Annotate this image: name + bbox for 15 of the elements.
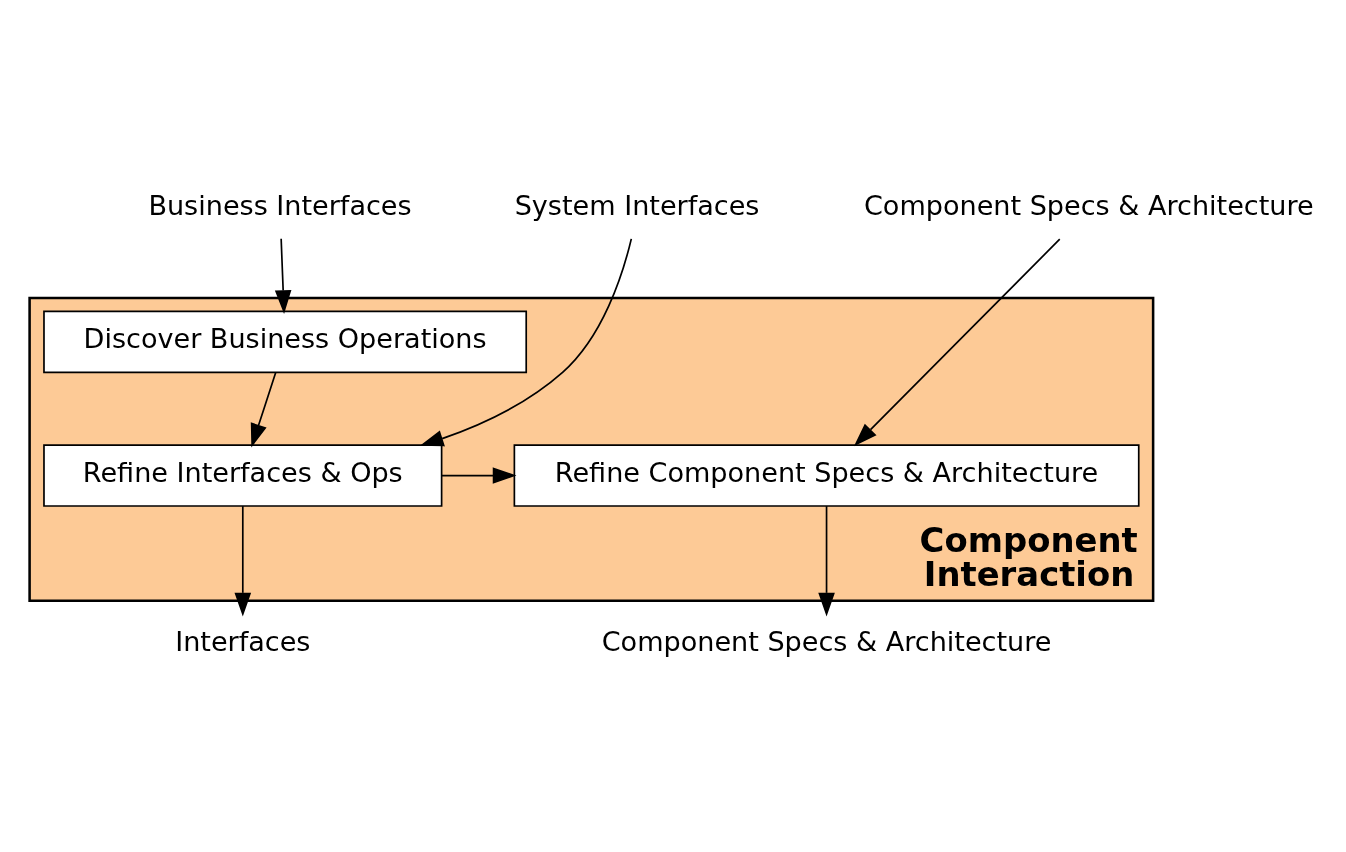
arrow: [274, 237, 292, 314]
node-text: System Interfaces: [514, 189, 760, 221]
arrow: [818, 504, 835, 617]
arrow: [440, 466, 517, 484]
arrow: [234, 504, 252, 617]
node-box: Discover Business Operations: [43, 310, 528, 373]
node-text: Component Specs & Architecture: [601, 625, 1052, 657]
node-box: Refine Component Specs & Architecture: [513, 443, 1140, 507]
node-text: Interfaces: [175, 625, 311, 657]
node-box: Refine Interfaces & Ops: [43, 443, 443, 507]
arrow: [250, 371, 277, 447]
arrow: [853, 237, 1061, 446]
node-text: Business Interfaces: [148, 189, 412, 221]
arrow: [419, 237, 633, 446]
node-text: Component Specs & Architecture: [863, 189, 1314, 221]
